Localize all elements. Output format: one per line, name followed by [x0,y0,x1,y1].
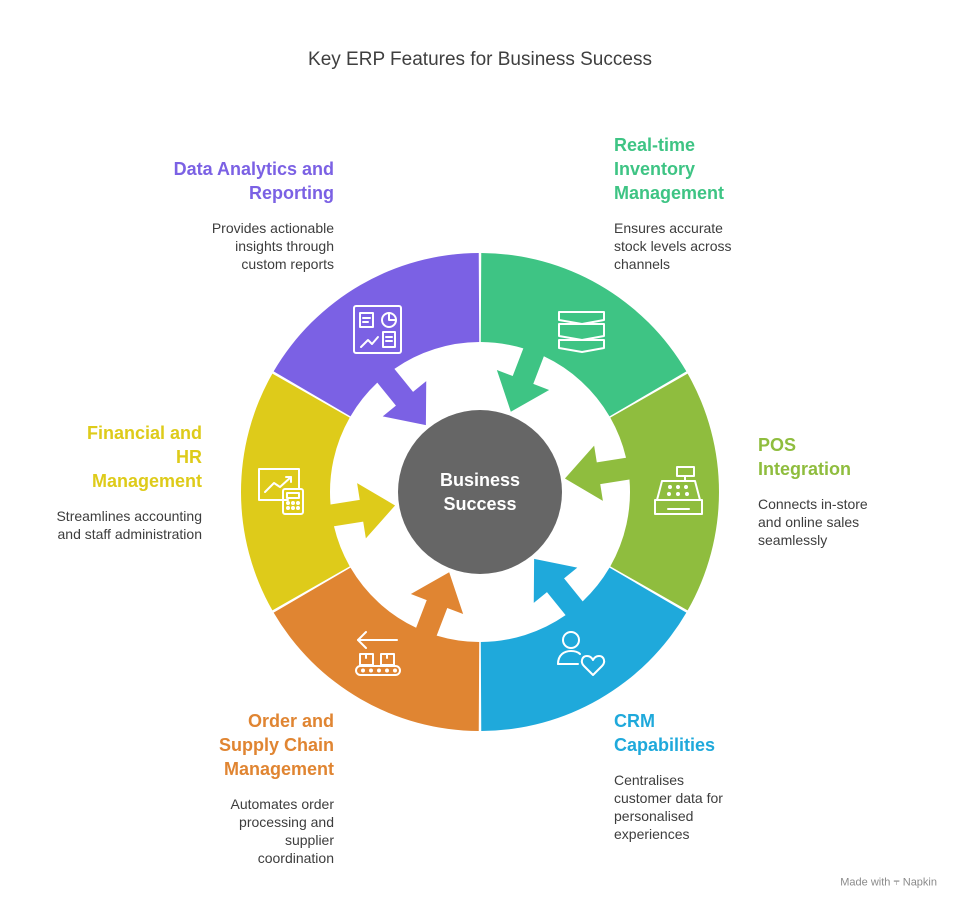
feature-pos: POS Integration Connects in-store and on… [758,433,948,549]
feature-description: Centralises customer data for personalis… [614,772,723,842]
center-label-line2: Success [443,494,517,514]
center-label: Business Success [398,468,562,516]
feature-description: Ensures accurate stock levels across cha… [614,220,732,272]
footer-brand: Napkin [902,876,937,889]
feature-data-analytics: Data Analytics and Reporting Provides ac… [144,157,334,273]
center-label-line1: Business [439,470,521,490]
center-circle [398,410,562,574]
feature-description: Connects in-store and online sales seaml… [758,496,868,548]
feature-order-supply: Order and Supply Chain Management Automa… [144,709,334,867]
segment-order-supply [273,567,480,731]
feature-title: Order and Supply Chain Management [218,711,334,779]
made-with-napkin: Made with ⫧ Napkin [840,876,937,889]
customer-heart-icon [557,631,606,676]
segment-crm [480,558,687,731]
feature-title: CRM Capabilities [614,711,716,755]
feature-title: POS Integration [758,435,851,479]
calculator-chart-icon [258,468,304,515]
stacked-layers-icon [558,311,605,353]
feature-financial-hr: Financial and HR Management Streamlines … [12,421,202,543]
feature-title: Real-time Inventory Management [614,135,725,203]
segment-pos [564,373,719,611]
feature-crm: CRM Capabilities Centralises customer da… [614,709,804,843]
feature-title: Data Analytics and Reporting [173,159,334,203]
feature-description: Streamlines accounting and staff adminis… [56,508,202,542]
feature-title: Financial and HR Management [86,423,202,491]
feature-description: Provides actionable insights through cus… [211,220,334,272]
napkin-logo-icon: ⫧ [893,876,900,888]
feature-inventory: Real-time Inventory Management Ensures a… [614,133,804,273]
cash-register-icon [654,466,703,515]
conveyor-icon [355,631,401,676]
dashboard-icon [353,305,402,354]
segment-inventory [480,253,687,417]
feature-description: Automates order processing and supplier … [230,796,335,866]
page-title: Key ERP Features for Business Success [308,49,652,70]
segment-financial-hr [241,373,396,611]
footer-text: Made with [840,876,891,889]
